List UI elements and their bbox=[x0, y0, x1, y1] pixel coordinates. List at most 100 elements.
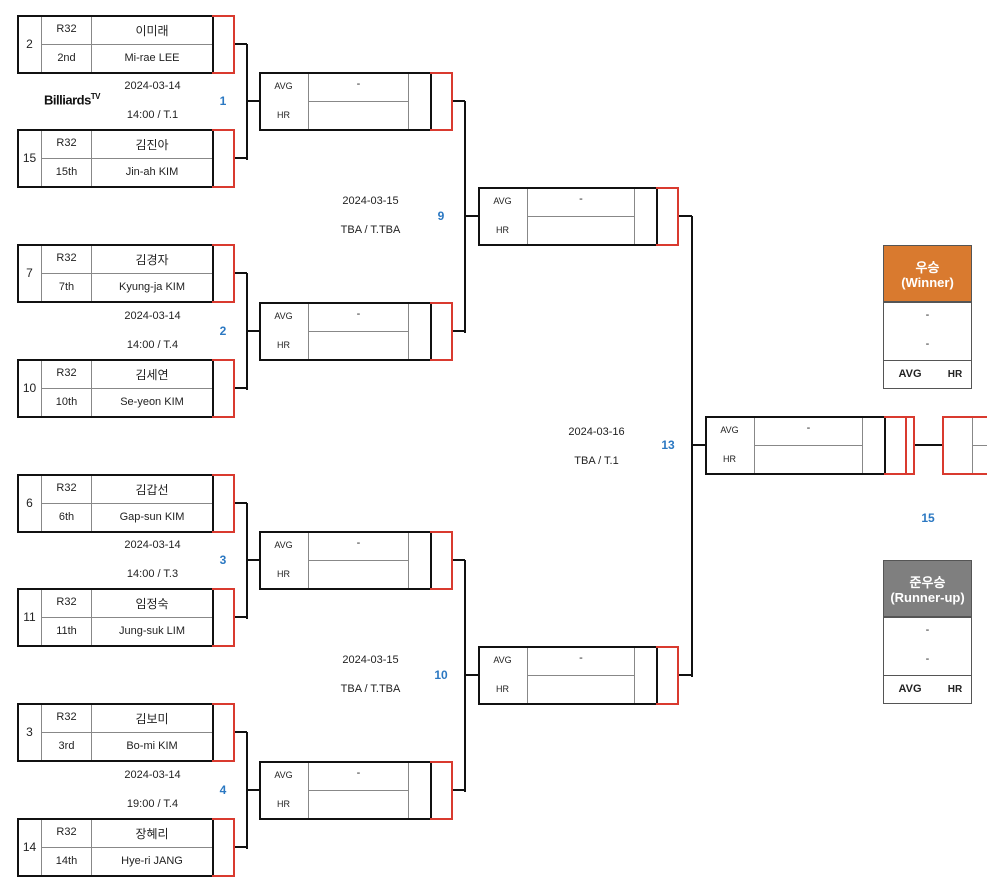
divider bbox=[884, 675, 971, 676]
player-card[interactable] bbox=[17, 588, 214, 647]
connector-line bbox=[915, 444, 942, 446]
divider bbox=[754, 418, 755, 473]
r16-result-box[interactable] bbox=[259, 531, 432, 590]
player-name-kr: 임정숙 bbox=[135, 597, 169, 611]
winner-value: - bbox=[925, 338, 930, 350]
r16-result-box[interactable] bbox=[259, 302, 432, 361]
divider bbox=[755, 445, 862, 446]
connector-line bbox=[246, 503, 248, 619]
avg-label: AVG bbox=[274, 311, 293, 321]
score-box bbox=[212, 818, 235, 877]
connector-line bbox=[692, 444, 705, 446]
divider bbox=[42, 732, 212, 733]
runner_up-title-kr: 준우승 bbox=[909, 575, 946, 590]
winner-title-kr: 우승 bbox=[915, 260, 940, 275]
round-label: R32 bbox=[56, 23, 77, 35]
score-box bbox=[942, 416, 987, 475]
divider bbox=[42, 273, 212, 274]
rank-label: 3rd bbox=[58, 740, 75, 752]
score-value: - bbox=[806, 422, 811, 434]
runner_up-title-en: (Runner-up) bbox=[890, 590, 965, 605]
winner-value: - bbox=[925, 309, 930, 321]
connector-line bbox=[235, 616, 247, 618]
r16-result-box[interactable] bbox=[259, 761, 432, 820]
seed-number: 11 bbox=[23, 610, 36, 624]
winner-hr-label: HR bbox=[947, 369, 963, 380]
connector-line bbox=[235, 272, 247, 274]
runner_up-avg-label: AVG bbox=[898, 683, 922, 695]
player-card[interactable] bbox=[17, 244, 214, 303]
score-value: - bbox=[356, 767, 361, 779]
divider bbox=[308, 533, 309, 588]
player-name-en: Jin-ah KIM bbox=[125, 166, 179, 178]
runner_up-hr-label: HR bbox=[947, 684, 963, 695]
match-date: 2024-03-14 bbox=[124, 310, 181, 322]
divider bbox=[309, 101, 408, 102]
connector-line bbox=[453, 559, 465, 561]
score-box bbox=[656, 646, 679, 705]
hr-label: HR bbox=[277, 110, 290, 120]
match-time-table: TBA / T.TBA bbox=[340, 224, 401, 236]
divider bbox=[527, 189, 528, 244]
divider bbox=[528, 216, 634, 217]
seed-number: 14 bbox=[22, 840, 37, 854]
match-number: 9 bbox=[437, 209, 445, 223]
score-box bbox=[212, 15, 235, 74]
match-date: 2024-03-14 bbox=[124, 80, 181, 92]
rank-label: 10th bbox=[55, 396, 78, 408]
connector-line bbox=[453, 789, 465, 791]
hr-label: HR bbox=[277, 569, 290, 579]
winner-avg-label: AVG bbox=[898, 368, 922, 380]
qf-result-box[interactable] bbox=[478, 646, 658, 705]
sf-result-box[interactable] bbox=[705, 416, 886, 475]
score-value: - bbox=[579, 652, 583, 664]
r16-result-box[interactable] bbox=[259, 72, 432, 131]
match-time-table: 19:00 / T.4 bbox=[126, 798, 179, 810]
winner-header bbox=[883, 245, 972, 302]
divider bbox=[308, 763, 309, 818]
score-value: - bbox=[579, 193, 583, 205]
seed-number: 3 bbox=[26, 725, 33, 739]
round-label: R32 bbox=[56, 711, 77, 723]
player-card[interactable] bbox=[17, 129, 214, 188]
runner_up-value: - bbox=[925, 653, 930, 665]
seed-number: 15 bbox=[22, 151, 37, 165]
score-box bbox=[430, 761, 453, 820]
connector-line bbox=[691, 216, 693, 677]
rank-label: 7th bbox=[58, 281, 75, 293]
match-number: 3 bbox=[219, 553, 227, 567]
rank-label: 11th bbox=[56, 625, 77, 637]
divider bbox=[973, 445, 987, 446]
divider bbox=[41, 246, 42, 301]
divider bbox=[41, 590, 42, 645]
score-box bbox=[212, 359, 235, 418]
player-name-kr: 김진아 bbox=[135, 138, 169, 152]
player-name-en: Bo-mi KIM bbox=[126, 740, 178, 752]
player-card[interactable] bbox=[17, 703, 214, 762]
round-label: R32 bbox=[56, 137, 77, 149]
divider bbox=[408, 74, 409, 129]
score-box bbox=[430, 531, 453, 590]
connector-line bbox=[235, 387, 247, 389]
runner_up-body bbox=[883, 617, 972, 704]
round-label: R32 bbox=[56, 596, 77, 608]
match-number: 2 bbox=[219, 324, 227, 338]
connector-line bbox=[464, 101, 466, 333]
divider bbox=[884, 360, 971, 361]
player-card[interactable] bbox=[17, 359, 214, 418]
player-card[interactable] bbox=[17, 15, 214, 74]
divider bbox=[42, 503, 212, 504]
qf-result-box[interactable] bbox=[478, 187, 658, 246]
divider bbox=[41, 476, 42, 531]
divider bbox=[41, 17, 42, 72]
divider bbox=[41, 361, 42, 416]
hr-label: HR bbox=[723, 454, 736, 464]
divider bbox=[308, 304, 309, 359]
match-number: 15 bbox=[921, 511, 935, 525]
player-card[interactable] bbox=[17, 474, 214, 533]
score-value: - bbox=[356, 537, 361, 549]
score-box bbox=[212, 703, 235, 762]
seed-number: 7 bbox=[26, 266, 33, 280]
round-label: R32 bbox=[56, 482, 77, 494]
player-card[interactable] bbox=[17, 818, 214, 877]
